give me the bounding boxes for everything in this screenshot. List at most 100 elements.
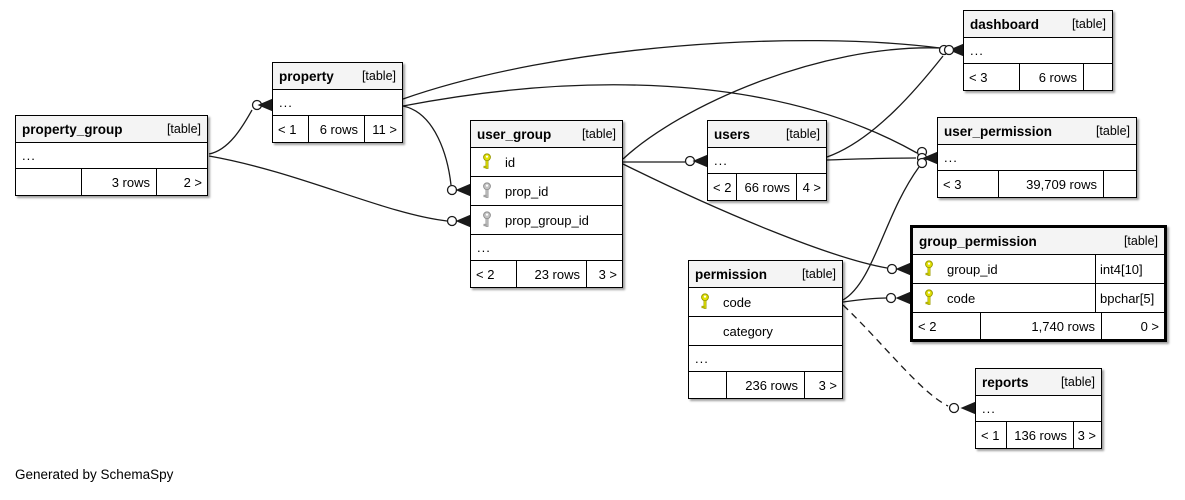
column-row-group_id[interactable]: group_id int4[10] xyxy=(913,255,1164,284)
table-tag: [table] xyxy=(801,267,836,281)
column-row-prop_id[interactable]: prop_id xyxy=(471,177,622,206)
row-count: 6 rows xyxy=(308,116,364,142)
more-columns-row: ... xyxy=(273,90,402,116)
table-header: users[table] xyxy=(708,121,826,148)
children-count: 0 > xyxy=(1101,313,1164,339)
table-name[interactable]: group_permission xyxy=(919,233,1037,249)
table-header: reports[table] xyxy=(976,369,1101,396)
zero-one-connector-icon xyxy=(446,215,458,227)
column-datatype: int4[10] xyxy=(1095,255,1164,283)
crow-foot-connector-icon xyxy=(692,154,708,168)
table-tag: [table] xyxy=(1123,234,1158,248)
column-name: ... xyxy=(279,95,293,110)
relationship-line xyxy=(208,155,448,222)
table-name[interactable]: user_group xyxy=(477,126,552,142)
children-count: 3 > xyxy=(586,261,622,287)
table-name[interactable]: user_permission xyxy=(944,123,1053,139)
column-name: ... xyxy=(695,351,709,366)
crow-foot-connector-icon xyxy=(895,291,911,305)
relationship-line xyxy=(826,55,944,158)
column-row-prop_group_id[interactable]: prop_group_id xyxy=(471,206,622,235)
table-header: dashboard [table] xyxy=(964,11,1112,38)
column-name: prop_id xyxy=(505,183,549,199)
zero-one-connector-icon xyxy=(885,292,897,304)
more-columns-row: ... xyxy=(689,346,842,372)
children-count xyxy=(1103,171,1136,197)
table-tag: [table] xyxy=(1095,124,1130,138)
children-count xyxy=(1083,64,1112,90)
column-row-id[interactable]: id xyxy=(471,148,622,177)
table-name[interactable]: property_group xyxy=(22,121,123,137)
table-name[interactable]: users xyxy=(714,126,751,142)
parents-count: < 2 xyxy=(713,179,732,195)
relationship-users-dashboard xyxy=(826,55,944,158)
table-name[interactable]: dashboard xyxy=(970,16,1040,32)
column-datatype: bpchar[5] xyxy=(1095,284,1164,312)
crow-foot-connector-icon xyxy=(455,214,471,228)
table-stats-row: < 3 6 rows xyxy=(964,64,1112,90)
primary-key-icon xyxy=(923,289,935,307)
primary-key-icon xyxy=(699,293,711,311)
row-count: 23 rows xyxy=(516,261,586,287)
table-name[interactable]: property xyxy=(279,68,334,84)
column-row-category[interactable]: category xyxy=(689,317,842,346)
column-name: category xyxy=(723,323,773,339)
column-name: ... xyxy=(714,153,728,168)
parents-count: < 3 xyxy=(969,69,988,85)
table-tag: [table] xyxy=(1071,17,1106,31)
relationship-property_group-property xyxy=(208,98,273,155)
column-row-code[interactable]: code xyxy=(689,288,842,317)
relationship-line xyxy=(622,47,941,160)
table-name[interactable]: permission xyxy=(695,266,768,282)
row-count: 6 rows xyxy=(1019,64,1083,90)
relationship-property-user_group xyxy=(402,105,471,197)
relationship-property-dashboard xyxy=(402,39,964,100)
relationship-line xyxy=(842,166,920,301)
column-name: ... xyxy=(22,148,36,163)
foreign-key-icon xyxy=(481,182,493,200)
crow-foot-connector-icon xyxy=(960,401,976,415)
column-name: code xyxy=(723,294,752,310)
relationship-permission-reports xyxy=(842,304,976,415)
table-header: permission [table] xyxy=(689,261,842,288)
zero-one-connector-icon xyxy=(916,157,928,169)
generator-credit: Generated by SchemaSpy xyxy=(15,467,174,482)
parents-count xyxy=(16,169,81,195)
parents-count xyxy=(689,372,726,398)
children-count: 3 > xyxy=(804,372,842,398)
parents-count: < 2 xyxy=(918,318,937,334)
table-dashboard[interactable]: dashboard [table]... < 3 6 rows xyxy=(963,10,1113,91)
row-count: 136 rows xyxy=(1006,422,1073,448)
table-header: group_permission [table] xyxy=(913,228,1164,255)
column-name: code xyxy=(947,290,976,306)
zero-one-connector-icon xyxy=(886,263,898,275)
parents-count: < 3 xyxy=(943,176,962,192)
zero-one-connector-icon xyxy=(948,402,960,414)
crow-foot-connector-icon xyxy=(895,262,911,276)
table-header: property_group[table] xyxy=(16,116,207,143)
relationship-user_group-users xyxy=(623,154,708,168)
table-name[interactable]: reports xyxy=(982,374,1029,390)
children-count: 3 > xyxy=(1073,422,1101,448)
column-name: group_id xyxy=(947,261,998,277)
more-columns-row: ... xyxy=(964,38,1112,64)
table-tag: [table] xyxy=(581,127,616,141)
table-header: user_permission [table] xyxy=(938,118,1136,145)
foreign-key-icon xyxy=(481,211,493,229)
zero-one-connector-icon xyxy=(446,184,458,196)
column-row-code[interactable]: code bpchar[5] xyxy=(913,284,1164,313)
